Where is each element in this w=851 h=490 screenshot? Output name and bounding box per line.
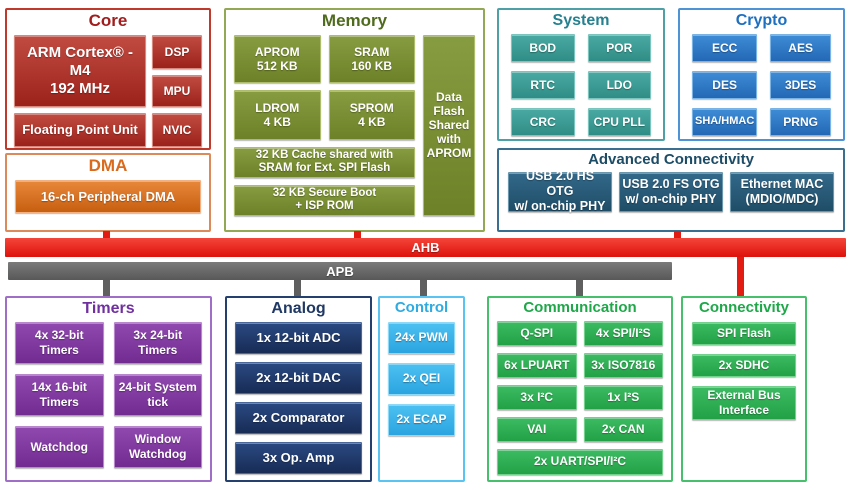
box-24bit-timers: 3x 24-bit Timers bbox=[113, 321, 202, 364]
box-external-bus-interface: External Bus Interface bbox=[692, 385, 796, 420]
box-floating-point-unit: Floating Point Unit bbox=[14, 112, 146, 147]
box-dac: 2x 12-bit DAC bbox=[235, 361, 362, 394]
box-qspi: Q-SPI bbox=[497, 320, 577, 346]
box-lpuart: 6x LPUART bbox=[497, 352, 577, 378]
block-core: Core ARM Cortex® -M4 192 MHz DSP MPU Flo… bbox=[5, 8, 211, 150]
box-window-watchdog: Window Watchdog bbox=[113, 425, 202, 468]
advanced-connectivity-title: Advanced Connectivity bbox=[588, 151, 754, 168]
connector-dma-ahb bbox=[103, 231, 110, 238]
communication-title: Communication bbox=[523, 299, 637, 316]
box-cache: 32 KB Cache shared with SRAM for Ext. SP… bbox=[234, 146, 415, 178]
box-nvic: NVIC bbox=[152, 112, 202, 147]
box-opamp: 3x Op. Amp bbox=[235, 441, 362, 474]
memory-content: APROM 512 KB SRAM 160 KB Data Flash Shar… bbox=[226, 34, 483, 230]
box-prng: PRNG bbox=[770, 107, 831, 136]
block-analog: Analog 1x 12-bit ADC 2x 12-bit DAC 2x Co… bbox=[225, 296, 372, 482]
box-32bit-timers: 4x 32-bit Timers bbox=[15, 321, 104, 364]
box-bod: BOD bbox=[511, 33, 575, 62]
box-ecap: 2x ECAP bbox=[388, 403, 455, 436]
box-usb-fs-otg: USB 2.0 FS OTG w/ on-chip PHY bbox=[619, 171, 723, 212]
block-system: System BOD POR RTC LDO CRC CPU PLL bbox=[497, 8, 665, 141]
box-mpu: MPU bbox=[152, 74, 202, 107]
box-qei: 2x QEI bbox=[388, 362, 455, 395]
box-3des: 3DES bbox=[770, 70, 831, 99]
box-usb-hs-otg: USB 2.0 HS OTG w/ on-chip PHY bbox=[508, 169, 612, 213]
connector-apb-analog bbox=[294, 280, 301, 297]
block-connectivity: Connectivity SPI Flash 2x SDHC External … bbox=[681, 296, 807, 482]
block-dma: DMA 16-ch Peripheral DMA bbox=[5, 153, 211, 232]
block-advanced-connectivity: Advanced Connectivity USB 2.0 HS OTG w/ … bbox=[497, 148, 845, 232]
connector-apb-communication bbox=[576, 280, 583, 297]
box-cpu-pll: CPU PLL bbox=[587, 107, 651, 136]
box-crc: CRC bbox=[511, 107, 575, 136]
apb-bus: APB bbox=[8, 262, 672, 280]
connector-apb-timers bbox=[103, 280, 110, 297]
ahb-bus: AHB bbox=[5, 238, 846, 257]
crypto-content: ECC AES DES 3DES SHA/HMAC PRNG bbox=[680, 33, 843, 139]
box-pwm: 24x PWM bbox=[388, 321, 455, 354]
box-vai: VAI bbox=[497, 416, 577, 442]
box-dsp: DSP bbox=[152, 34, 202, 69]
box-peripheral-dma: 16-ch Peripheral DMA bbox=[15, 179, 201, 213]
box-ldrom: LDROM 4 KB bbox=[234, 89, 321, 140]
block-memory: Memory APROM 512 KB SRAM 160 KB Data Fla… bbox=[224, 8, 485, 232]
box-ethernet-mac: Ethernet MAC (MDIO/MDC) bbox=[730, 171, 834, 212]
box-16bit-timers: 14x 16-bit Timers bbox=[15, 373, 104, 416]
advanced-connectivity-content: USB 2.0 HS OTG w/ on-chip PHY USB 2.0 FS… bbox=[499, 169, 843, 231]
box-des: DES bbox=[692, 70, 758, 99]
block-communication: Communication Q-SPI 4x SPI/I²S 6x LPUART… bbox=[487, 296, 673, 482]
connector-ahb-connectivity bbox=[737, 257, 744, 297]
box-iso7816: 3x ISO7816 bbox=[583, 352, 663, 378]
box-comparator: 2x Comparator bbox=[235, 401, 362, 434]
box-data-flash: Data Flash Shared with APROM bbox=[423, 34, 475, 216]
crypto-title: Crypto bbox=[735, 12, 788, 29]
control-title: Control bbox=[394, 299, 449, 316]
connector-apb-control bbox=[420, 280, 427, 297]
box-sha-hmac: SHA/HMAC bbox=[692, 107, 758, 136]
box-sprom: SPROM 4 KB bbox=[328, 89, 415, 140]
box-ecc: ECC bbox=[692, 33, 758, 62]
system-title: System bbox=[552, 12, 610, 29]
analog-content: 1x 12-bit ADC 2x 12-bit DAC 2x Comparato… bbox=[227, 321, 370, 480]
core-content: ARM Cortex® -M4 192 MHz DSP MPU Floating… bbox=[7, 34, 209, 148]
box-sdhc: 2x SDHC bbox=[692, 353, 796, 377]
box-secure-boot: 32 KB Secure Boot + ISP ROM bbox=[234, 184, 415, 216]
box-can: 2x CAN bbox=[583, 416, 663, 442]
system-content: BOD POR RTC LDO CRC CPU PLL bbox=[499, 33, 663, 139]
block-timers: Timers 4x 32-bit Timers 3x 24-bit Timers… bbox=[5, 296, 212, 482]
box-rtc: RTC bbox=[511, 70, 575, 99]
communication-content: Q-SPI 4x SPI/I²S 6x LPUART 3x ISO7816 3x… bbox=[489, 320, 671, 481]
box-sram: SRAM 160 KB bbox=[328, 34, 415, 83]
block-crypto: Crypto ECC AES DES 3DES SHA/HMAC PRNG bbox=[678, 8, 845, 141]
connector-memory-ahb bbox=[354, 231, 361, 238]
connectivity-title: Connectivity bbox=[698, 299, 789, 316]
dma-title: DMA bbox=[88, 156, 128, 175]
timers-content: 4x 32-bit Timers 3x 24-bit Timers 14x 16… bbox=[7, 321, 210, 480]
box-i2s: 1x I²S bbox=[583, 384, 663, 410]
analog-title: Analog bbox=[271, 300, 326, 317]
box-aes: AES bbox=[770, 33, 831, 62]
box-ldo: LDO bbox=[587, 70, 651, 99]
box-uart-spi-i2c: 2x UART/SPI/I²C bbox=[497, 448, 663, 475]
box-spi-flash: SPI Flash bbox=[692, 321, 796, 345]
control-content: 24x PWM 2x QEI 2x ECAP bbox=[380, 320, 463, 481]
box-systick: 24-bit System tick bbox=[113, 373, 202, 416]
box-adc: 1x 12-bit ADC bbox=[235, 321, 362, 354]
box-watchdog: Watchdog bbox=[15, 425, 104, 468]
box-aprom: APROM 512 KB bbox=[234, 34, 321, 83]
box-i2c: 3x I²C bbox=[497, 384, 577, 410]
memory-title: Memory bbox=[321, 11, 388, 30]
connector-advconn-ahb bbox=[674, 231, 681, 238]
core-title: Core bbox=[88, 11, 128, 30]
box-arm-cortex-m4: ARM Cortex® -M4 192 MHz bbox=[14, 34, 146, 107]
dma-content: 16-ch Peripheral DMA bbox=[7, 179, 209, 230]
block-control: Control 24x PWM 2x QEI 2x ECAP bbox=[378, 296, 465, 482]
timers-title: Timers bbox=[82, 300, 135, 317]
box-por: POR bbox=[587, 33, 651, 62]
connectivity-content: SPI Flash 2x SDHC External Bus Interface bbox=[683, 320, 805, 481]
box-spi-i2s: 4x SPI/I²S bbox=[583, 320, 663, 346]
